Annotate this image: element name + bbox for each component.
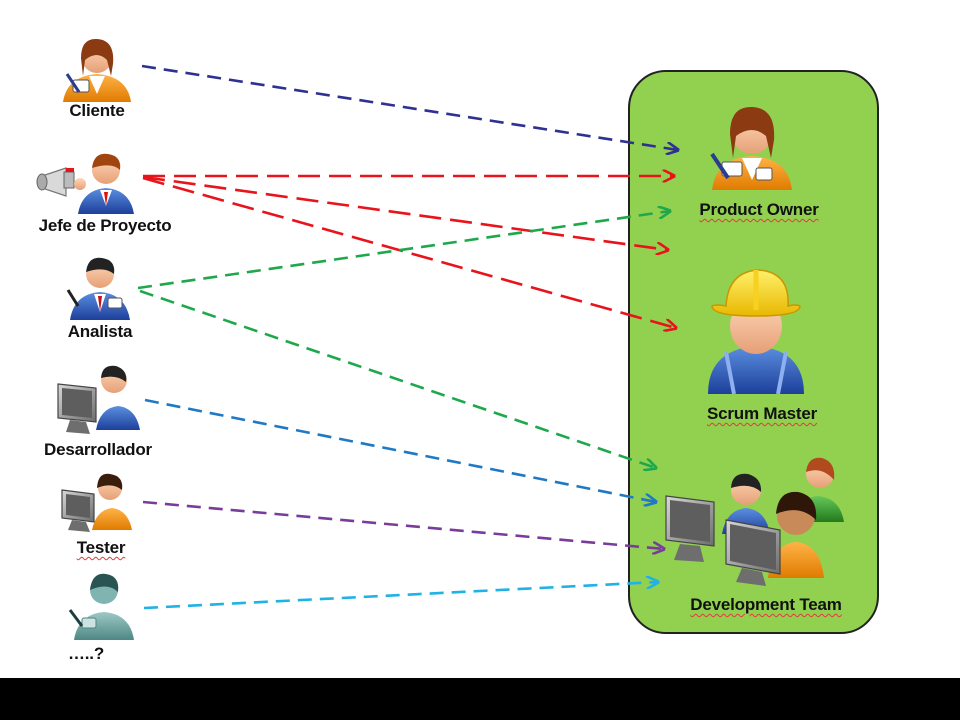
- arrow-tester-to-development-team: [142, 500, 664, 549]
- label-cliente: Cliente: [69, 101, 125, 120]
- product-owner-icon: [710, 106, 792, 190]
- label-desarrollador: Desarrollador: [44, 440, 152, 459]
- diagram-canvas: [36, 38, 844, 640]
- hardhat-worker-icon: [708, 269, 804, 395]
- arrow-jefe-to-scrum-master: [142, 176, 676, 328]
- arrow-otros-to-development-team: [143, 582, 658, 610]
- arrow-analista-to-product-owner: [137, 211, 670, 290]
- arrow-jefe-to-scrum-master: [142, 175, 668, 250]
- label-unknown: …..?: [67, 644, 105, 663]
- developer-computer-icon: [57, 365, 140, 434]
- megaphone-manager-icon: [36, 153, 134, 214]
- arrow-analista-to-development-team: [139, 289, 656, 468]
- analyst-person-icon: [66, 257, 130, 320]
- label-analista: Analista: [67, 322, 133, 341]
- label-development-team: Development Team: [690, 595, 842, 614]
- connection-arrows: [137, 64, 678, 610]
- arrow-desarrollador-to-development-team: [144, 398, 656, 502]
- label-tester: Tester: [76, 538, 126, 557]
- label-scrum-master: Scrum Master: [706, 404, 818, 423]
- label-jefe-de-proyecto: Jefe de Proyecto: [38, 216, 172, 235]
- label-product-owner: Product Owner: [699, 200, 819, 219]
- tester-computer-icon: [61, 473, 132, 532]
- client-person-icon: [63, 38, 131, 102]
- arrow-cliente-to-product-owner: [141, 64, 678, 150]
- slide: Cliente Jefe de Proyecto Analista Desarr…: [0, 0, 960, 678]
- unknown-person-icon: [68, 573, 134, 640]
- team-computers-icon: [665, 457, 844, 586]
- bottom-bar: [0, 678, 960, 720]
